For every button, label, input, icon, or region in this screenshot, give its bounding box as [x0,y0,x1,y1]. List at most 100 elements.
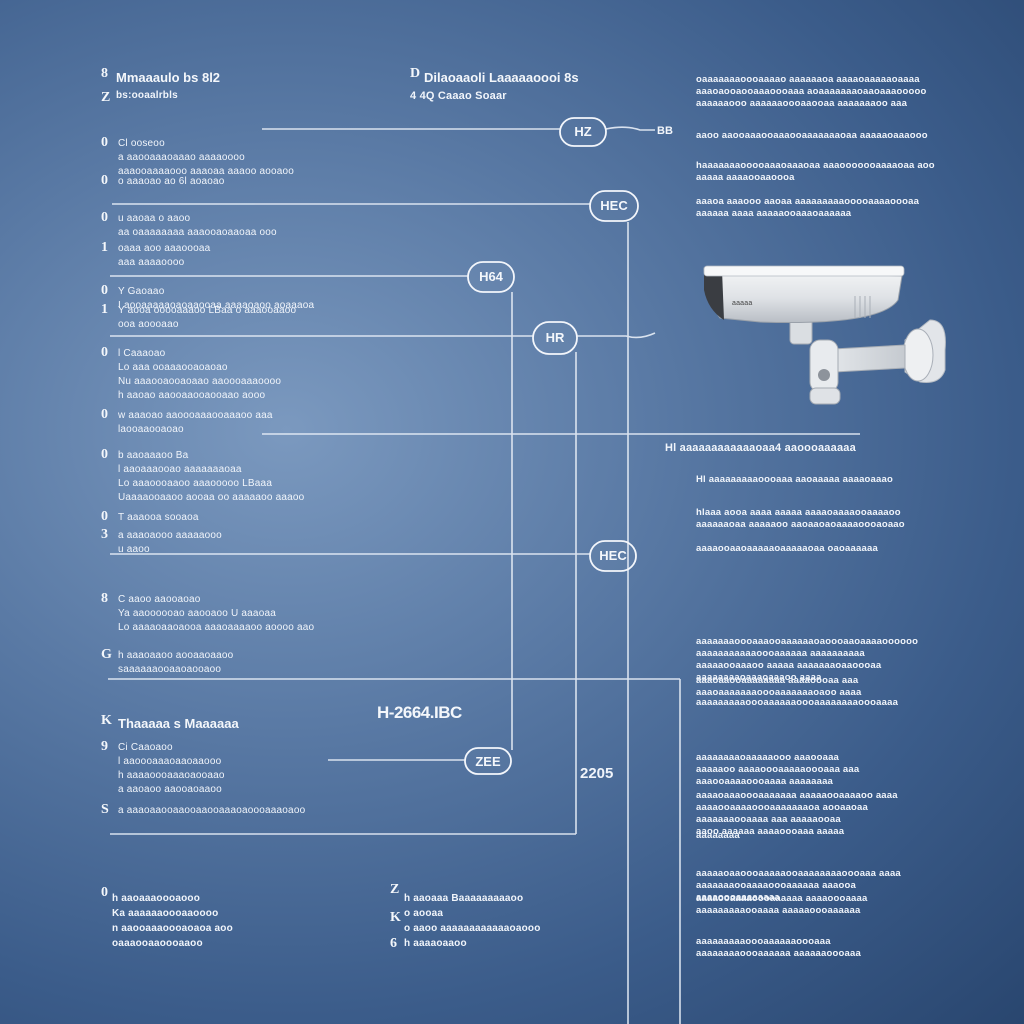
bottom-left-line: n aaooaaaoooaoaoa aoo [112,923,233,934]
right-text-line: aaaaaoo aaaaoooaaaaaoooaaa aaa [696,764,860,775]
right-text-line: aaaaoooaaaaaaaa [696,892,780,903]
right-text-line: aaaoaaooaaaaaaaa aaaaoooaa aaa [696,675,859,686]
right-text-line: aaaaaaaaaoooaaaaaaoooaaa [696,936,831,947]
list-item-number: 0 [101,173,108,188]
bottom-left-number: 0 [101,885,108,900]
list-item-text: Lo aaaoooaaoo aaaooooo LBaaa [118,478,273,489]
connector-line [576,332,656,339]
list-item-text: laooaaooaoao [118,424,184,435]
bottom-left-line: h aaoaaaoooaooo [112,893,201,904]
header-left-number: Z [101,90,111,105]
pill-hec2-label: HEC [599,548,627,563]
tag-label: BB [657,125,673,137]
pill-hec2 [589,540,637,572]
list-item-number: 0 [101,210,108,225]
list-item-text: saaaaaaooaaoaooaoo [118,664,222,675]
right-text-line: aaaaaaaaaaaoooaaaaaa aaaaaaaaaa [696,648,865,659]
right-text-line: aaaaoaaaoooaaaaaaa aaaaaooaaaaoo aaaa [696,790,898,801]
right-text-line: aaaooaaaaoooaaaa aaaaaaaa [696,776,834,787]
list-item-text: Lo aaaaoaaoaooa aaaoaaaaoo aoooo aao [118,622,315,633]
pill-hr-label: HR [545,330,565,345]
list-item-number: 1 [101,240,108,255]
list-item-number: 8 [101,591,108,606]
right-text-line: aaaaaaaaoaaaaaooo aaaooaaa [696,752,840,763]
list-item-text: l aaoooaaaoaaoaaooo [118,756,222,767]
right-text-line: aaaaaooaaaoo aaaaa aaaaaaaoaaoooaa [696,660,882,671]
list-item-text: u aaoo [118,544,150,555]
right-text-line: aaaaaaaaaoooaaaaaaoooaaaaaaaaoooaaaa [696,697,899,708]
list-item-text: h aaaoaaoo aooaaoaaoo [118,650,234,661]
right-text-line: aaaoaaaaaaaoooaaaaaaaoaoo aaaa [696,687,862,698]
list-item-number: G [101,647,112,662]
list-item-text: Ci Caaoaoo [118,742,173,753]
right-text-line: aaaaaoaaoooaaaaaooaaaaaaaaoooaaa aaaa [696,868,901,879]
right-text-line: aaaaaaaooaaaa aaa aaaaaooaa [696,814,841,825]
right-text-line: oaaaaaaaoooaaaao aaaaaaoa aaaaoaaaaaoaaa… [696,74,920,85]
list-item-number: 3 [101,527,108,542]
list-item-number: 0 [101,345,108,360]
list-item-number: 0 [101,135,108,150]
right-text-line: hlaaa aooa aaaa aaaaa aaaaoaaaaooaaaaoo [696,507,901,518]
right-text-line: aaaaaaaoooaaaooaaaaaaoaoooaaoaaaaoooooo [696,636,919,647]
list-item-number: 0 [101,407,108,422]
right-text-line: aaaaaa aaaa aaaaaooaaaoaaaaaa [696,208,852,219]
header-center-title: Dilaoaaoli Laaaaaoooi 8s [424,70,579,85]
pill-hz [559,117,607,147]
list-item-text: Thaaaaa s Maaaaaa [118,716,239,731]
right-text-line: haaaaaaaooooaaaoaaaoaa aaaooooooaaaaoaa … [696,160,935,171]
list-item-text: aaa aaaaoooo [118,257,185,268]
bottom-center-line: h aaaaoaaoo [404,938,467,949]
right-text-line: aaoo aaooaaaooaaaooaaaaaaaoaa aaaaaoaaao… [696,130,928,141]
right-text-line: aaaaaaaa [696,830,740,841]
pill-hr [532,321,578,355]
header-center-subtitle: 4 4Q Caaao Soaar [410,90,507,102]
list-item-text: a aaoaoo aaooaoaaoo [118,784,222,795]
list-item-text: Uaaaaooaaoo aooaa oo aaaaaoo aaaoo [118,492,305,503]
bottom-center-line: o aooaa [404,908,444,919]
header-center-number: D [410,66,421,81]
list-item-text: I aooaaaaaoaoaaooaa aaaaoaoo aoaaaoa [118,300,315,311]
header-left-subtitle: bs:ooaalrbls [116,90,178,101]
right-text-line: aaoo aaaaaa aaaaoooaaa aaaaa [696,826,845,837]
right-text-line: aaaaaaoaa aaaaaoo aaoaaoaoaaaaoooaoaao [696,519,905,530]
right-text-line: aaaoaooaooaaaoooaaa aoaaaaaaaoaaoaaaoooo… [696,86,927,97]
list-item-text: ooa aoooaao [118,319,179,330]
right-text-line: aaaaaaaaoaaaoaaaoo aaaa [696,672,822,683]
list-item-text: Cl ooseoo [118,138,165,149]
camera-brand: aaaaa [732,300,753,307]
list-item-text: h aaoao aaooaaooaooaao aooo [118,390,266,401]
bottom-center-number: K [390,910,401,925]
list-item-text: Ya aaoooooao aaooaoo U aaaoaa [118,608,276,619]
list-item-text: Y Gaoaao [118,286,165,297]
right-text-line: aaaaa aaaaooaaoooa [696,172,795,183]
list-item-text: u aaoaa o aaoo [118,213,191,224]
right-text-line: aaaaooaaaaoooaaaaaa aaaaoooaaaa [696,893,868,904]
list-item-text: w aaaoao aaoooaaaooaaaoo aaa [118,410,273,421]
list-item-text: l aaoaaaooao aaaaaaaoaa [118,464,242,475]
bottom-left-line: oaaaooaaoooaaoo [112,938,203,949]
right-text-line: aaaaaaooo aaaaaaoooaaooaa aaaaaaaoo aaa [696,98,908,109]
connector-line [605,126,655,131]
bottom-left-line: Ka aaaaaaoooaaoooo [112,908,219,919]
right-text-line: aaaaaaaaoooaaaaaa aaaaaaoooaaa [696,948,861,959]
header-left-title: Mmaaaulo bs 8l2 [116,70,221,85]
list-item-text: Lo aaa ooaaaooaoaoao [118,362,228,373]
year-label: 2205 [580,765,614,782]
camera-caption: Hl aaaaaaaaaaaaoaa4 aaoooaaaaaa [665,442,856,454]
pill-h64-label: H64 [479,269,503,284]
header-left-number: 8 [101,66,108,81]
list-item-text: h aaaaoooaaaoaooaao [118,770,225,781]
right-text-line: aaaoa aaaooo aaoaa aaaaaaaaaooooaaaaoooa… [696,196,920,207]
list-item-number: K [101,713,112,728]
pill-hz-label: HZ [574,124,592,139]
list-item-number: S [101,802,109,817]
list-item-number: 0 [101,447,108,462]
list-item-text: aa oaaaaaaaa aaaooaoaaoaa ooo [118,227,277,238]
list-item-text: T aaaooa sooaoa [118,512,199,523]
list-item-number: 1 [101,302,108,317]
right-text-line: aaaaaaaaaooaaaa aaaaaoooaaaaaa [696,905,861,916]
list-item-text: Y aooa ooooaaaoo LBaa o aaaooaaoo [118,305,297,316]
pill-hec [589,190,639,222]
list-item-text: Nu aaaooaooaoaao aaoooaaaoooo [118,376,282,387]
